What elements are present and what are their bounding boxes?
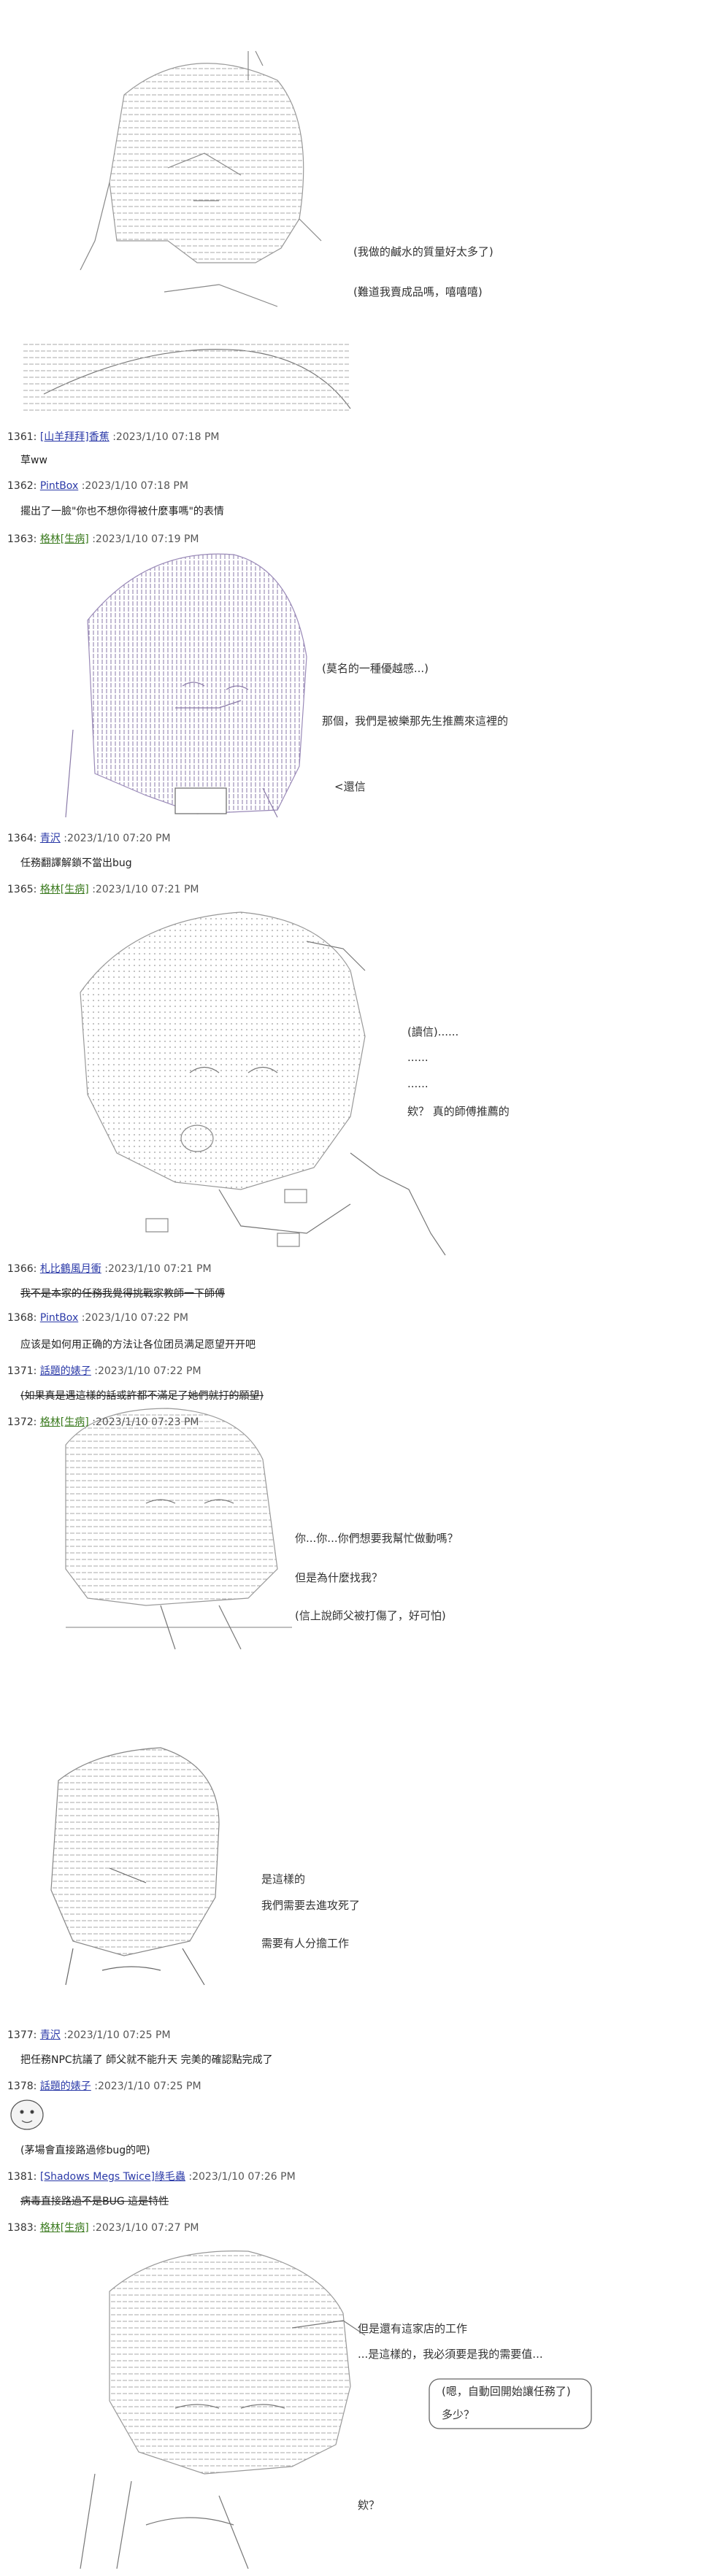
- post-number: 1381:: [7, 2171, 37, 2183]
- post-body: (如果真是遇這樣的話或許都不滿足了她們就打的願望): [20, 1390, 264, 1402]
- post-author-link[interactable]: 話題的婊子: [39, 1365, 91, 1377]
- post-header: 1377: 青沢 :2023/1/10 07:25 PM: [7, 2027, 171, 2042]
- post-header: 1364: 青沢 :2023/1/10 07:20 PM: [7, 830, 171, 845]
- post-body: 任務翻譯解鎖不當出bug: [20, 857, 132, 869]
- emoji-avatar: [10, 2099, 44, 2130]
- post-author-link[interactable]: [Shadows Megs Twice]綠毛蟲: [39, 2171, 185, 2183]
- post-date: :2023/1/10 07:26 PM: [188, 2171, 296, 2183]
- dialog-line: 我們需要去進攻死了: [261, 1899, 361, 1912]
- post-number: 1368:: [7, 1312, 37, 1324]
- dialog-line: (嗯，自動回開始讓任務了): [442, 2385, 571, 2398]
- post-author-link[interactable]: 札比鶴風月衝: [39, 1263, 101, 1275]
- post-number: 1378:: [7, 2081, 37, 2092]
- dialog-line: (信上說師父被打傷了，好可怕): [295, 1609, 446, 1622]
- dialog-line: ...是這樣的，我必須要是我的需要值...: [358, 2348, 543, 2361]
- post-header: 1368: PintBox :2023/1/10 07:22 PM: [7, 1312, 188, 1324]
- post-header: 1361: [山羊拜拜]香蕉 :2023/1/10 07:18 PM: [7, 429, 219, 444]
- post-date: :2023/1/10 07:25 PM: [94, 2081, 201, 2092]
- post-author-link[interactable]: 格林[生病]: [39, 884, 89, 895]
- dialog-line: 但是還有這家店的工作: [358, 2322, 468, 2335]
- post-header: 1365: 格林[生病] :2023/1/10 07:21 PM: [7, 882, 199, 896]
- dialog-line: 是這樣的: [261, 1873, 306, 1886]
- ascii-art-character-1: [22, 50, 351, 412]
- dialog-line: 欸？ 真的師傅推薦的: [407, 1105, 510, 1118]
- post-header: 1362: PintBox :2023/1/10 07:18 PM: [7, 480, 188, 492]
- post-number: 1361:: [7, 431, 37, 443]
- post-header: 1381: [Shadows Megs Twice]綠毛蟲 :2023/1/10…: [7, 2169, 296, 2183]
- dialog-line: 但是為什麼找我？: [295, 1571, 383, 1584]
- post-number: 1371:: [7, 1365, 37, 1377]
- post-author-link[interactable]: 青沢: [39, 2029, 61, 2041]
- dialog-line: 你...你...你們想要我幫忙做動嗎？: [295, 1532, 458, 1545]
- post-date: :2023/1/10 07:27 PM: [92, 2222, 199, 2234]
- dialog-line: (莫名的一種優越感...): [322, 662, 429, 675]
- post-body: (茅場會直接路過修bug的吧): [20, 2145, 150, 2156]
- post-header: 1383: 格林[生病] :2023/1/10 07:27 PM: [7, 2220, 199, 2234]
- dialog-line: (讀信)......: [407, 1025, 459, 1038]
- ascii-art-character-6: [80, 2251, 366, 2569]
- dialog-line: ......: [407, 1077, 429, 1090]
- post-date: :2023/1/10 07:22 PM: [81, 1312, 188, 1324]
- dialog-line: ......: [407, 1051, 429, 1064]
- ascii-art-character-4: [65, 1408, 292, 1650]
- post-header: 1366: 札比鶴風月衝 :2023/1/10 07:21 PM: [7, 1261, 212, 1276]
- post-body: 把任務NPC抗議了 師父就不能升天 完美的確認點完成了: [20, 2054, 273, 2066]
- post-author-link[interactable]: 格林[生病]: [39, 2222, 89, 2234]
- post-date: :2023/1/10 07:23 PM: [92, 1416, 199, 1428]
- post-header: 1372: 格林[生病] :2023/1/10 07:23 PM: [7, 1414, 199, 1429]
- post-author-link[interactable]: 格林[生病]: [39, 1416, 89, 1428]
- post-body: 我不是本家的任務我覺得挑戰家教師一下師傅: [20, 1288, 225, 1300]
- post-date: :2023/1/10 07:21 PM: [92, 884, 199, 895]
- post-number: 1362:: [7, 480, 37, 492]
- dialog-line: 欸？: [358, 2499, 380, 2512]
- dialog-line: (我做的鹹水的質量好太多了): [353, 245, 494, 258]
- post-number: 1365:: [7, 884, 37, 895]
- post-author-link[interactable]: 青沢: [39, 833, 61, 844]
- post-date: :2023/1/10 07:22 PM: [94, 1365, 201, 1377]
- post-author-link[interactable]: PintBox: [39, 480, 79, 492]
- post-header: 1371: 話題的婊子 :2023/1/10 07:22 PM: [7, 1363, 201, 1378]
- post-author-link[interactable]: PintBox: [39, 1312, 79, 1324]
- dialog-line: <還信: [334, 780, 366, 793]
- post-author-link[interactable]: 格林[生病]: [39, 533, 89, 545]
- post-header: 1378: 話題的婊子 :2023/1/10 07:25 PM: [7, 2078, 201, 2093]
- dialog-line: (難道我賣成品嗎，嘻嘻嘻): [353, 285, 483, 298]
- post-author-link[interactable]: 話題的婊子: [39, 2081, 91, 2092]
- post-body: 草ww: [20, 455, 47, 466]
- speech-box: [429, 2378, 592, 2429]
- post-header: 1363: 格林[生病] :2023/1/10 07:19 PM: [7, 531, 199, 546]
- post-date: :2023/1/10 07:21 PM: [104, 1263, 212, 1275]
- ascii-art-character-3: [80, 911, 446, 1256]
- dialog-line: 多少？: [442, 2408, 475, 2421]
- ascii-art-character-2: [65, 553, 307, 818]
- post-body: 应该是如何用正确的方法让各位团员满足愿望开开吧: [20, 1339, 256, 1351]
- dialog-line: 需要有人分擔工作: [261, 1937, 350, 1950]
- post-date: :2023/1/10 07:25 PM: [64, 2029, 171, 2041]
- post-author-link[interactable]: [山羊拜拜]香蕉: [39, 431, 110, 443]
- post-body: 病毒直接路過不是BUG 這是特性: [20, 2196, 169, 2207]
- post-number: 1377:: [7, 2029, 37, 2041]
- post-number: 1383:: [7, 2222, 37, 2234]
- post-date: :2023/1/10 07:19 PM: [92, 533, 199, 545]
- post-date: :2023/1/10 07:18 PM: [112, 431, 220, 443]
- post-number: 1363:: [7, 533, 37, 545]
- post-number: 1366:: [7, 1263, 37, 1275]
- ascii-art-character-5: [50, 1747, 220, 1986]
- dialog-line: 那個，我們是被樂那先生推薦來這裡的: [322, 714, 509, 728]
- post-body: 擺出了一臉"你也不想你得被什麼事嗎"的表情: [20, 506, 224, 517]
- post-date: :2023/1/10 07:18 PM: [81, 480, 188, 492]
- post-number: 1364:: [7, 833, 37, 844]
- post-date: :2023/1/10 07:20 PM: [64, 833, 171, 844]
- post-number: 1372:: [7, 1416, 37, 1428]
